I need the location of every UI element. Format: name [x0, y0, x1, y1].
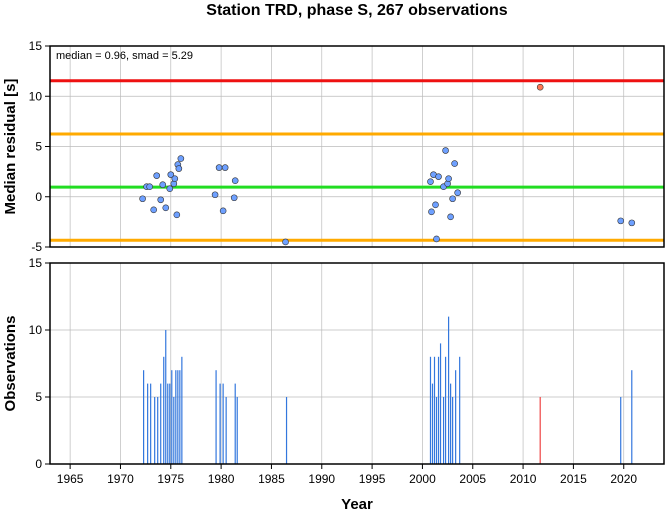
- data-point: [445, 175, 452, 182]
- data-point: [219, 207, 227, 215]
- data-point: [215, 164, 223, 171]
- data-point: [150, 206, 157, 214]
- top-y-tick-label: 5: [35, 140, 42, 154]
- data-point: [449, 195, 456, 203]
- x-tick-label: 2005: [459, 472, 486, 486]
- data-point: [173, 211, 181, 219]
- data-point: [442, 147, 449, 154]
- data-point: [162, 204, 170, 212]
- data-point: [146, 183, 153, 190]
- data-point: [221, 164, 229, 171]
- data-point: [157, 196, 165, 204]
- x-tick-label: 2015: [560, 472, 587, 486]
- x-tick-label: 1965: [57, 472, 84, 486]
- bottom-panel-frame: [49, 262, 665, 465]
- x-tick-label: 1975: [157, 472, 184, 486]
- x-tick-label: 1985: [258, 472, 285, 486]
- x-tick-label: 1970: [107, 472, 134, 486]
- top-y-tick-label: -5: [31, 240, 42, 254]
- data-point: [454, 189, 461, 197]
- chart-title: Station TRD, phase S, 267 observations: [206, 2, 508, 19]
- data-point: [139, 195, 146, 203]
- data-point: [451, 160, 458, 167]
- bottom-y-ticks: 0 5 10 15: [29, 256, 50, 471]
- bottom-y-tick-label: 5: [35, 390, 42, 404]
- data-point: [428, 208, 435, 216]
- data-point: [628, 219, 636, 227]
- bottom-y-tick-label: 0: [35, 457, 42, 471]
- data-point: [432, 201, 439, 209]
- data-point: [447, 213, 454, 221]
- data-point: [282, 238, 289, 246]
- data-point: [435, 173, 442, 180]
- data-point: [230, 194, 238, 202]
- x-axis-label: Year: [341, 496, 373, 511]
- data-point: [231, 177, 239, 184]
- top-panel: -5 0 5 10 15 median = 0.96, smad = 5.29 Medi…: [2, 39, 665, 254]
- bottom-y-tick-label: 15: [29, 256, 43, 270]
- bottom-x-ticks: 1965 1970 1975 1980 1985 1990 1995 2000 2005 2010…: [57, 464, 637, 486]
- top-y-axis-label: Median residual [s]: [2, 79, 19, 215]
- bottom-panel: 0 5 10 15 1965 1970 1975 1980 1985 1990 1995 2000 2…: [2, 256, 665, 511]
- data-point: [167, 171, 175, 178]
- data-point: [211, 191, 219, 199]
- x-tick-label: 2000: [409, 472, 436, 486]
- bottom-panel-background: [50, 263, 664, 464]
- top-y-tick-label: 10: [29, 89, 43, 103]
- residual-points: [139, 83, 636, 246]
- top-y-tick-label: 15: [29, 39, 43, 53]
- data-point: [536, 83, 544, 91]
- x-tick-label: 2010: [510, 472, 537, 486]
- stats-annotation: median = 0.96, smad = 5.29: [56, 50, 193, 62]
- bottom-y-axis-label: Observations: [2, 316, 19, 412]
- top-y-ticks: -5 0 5 10 15: [29, 39, 50, 254]
- data-point: [166, 185, 174, 193]
- data-point: [159, 181, 167, 188]
- data-point: [177, 155, 185, 162]
- data-point: [153, 172, 160, 179]
- observation-bars: [143, 316, 633, 464]
- data-point: [171, 175, 179, 182]
- x-tick-label: 1980: [208, 472, 235, 486]
- x-tick-label: 1995: [359, 472, 386, 486]
- x-tick-label: 2020: [610, 472, 637, 486]
- x-tick-label: 1990: [308, 472, 335, 486]
- data-point: [617, 217, 625, 225]
- data-point: [175, 165, 183, 172]
- top-y-tick-label: 0: [35, 190, 42, 204]
- bottom-y-tick-label: 10: [29, 323, 43, 337]
- data-point: [427, 178, 434, 185]
- data-point: [433, 235, 440, 243]
